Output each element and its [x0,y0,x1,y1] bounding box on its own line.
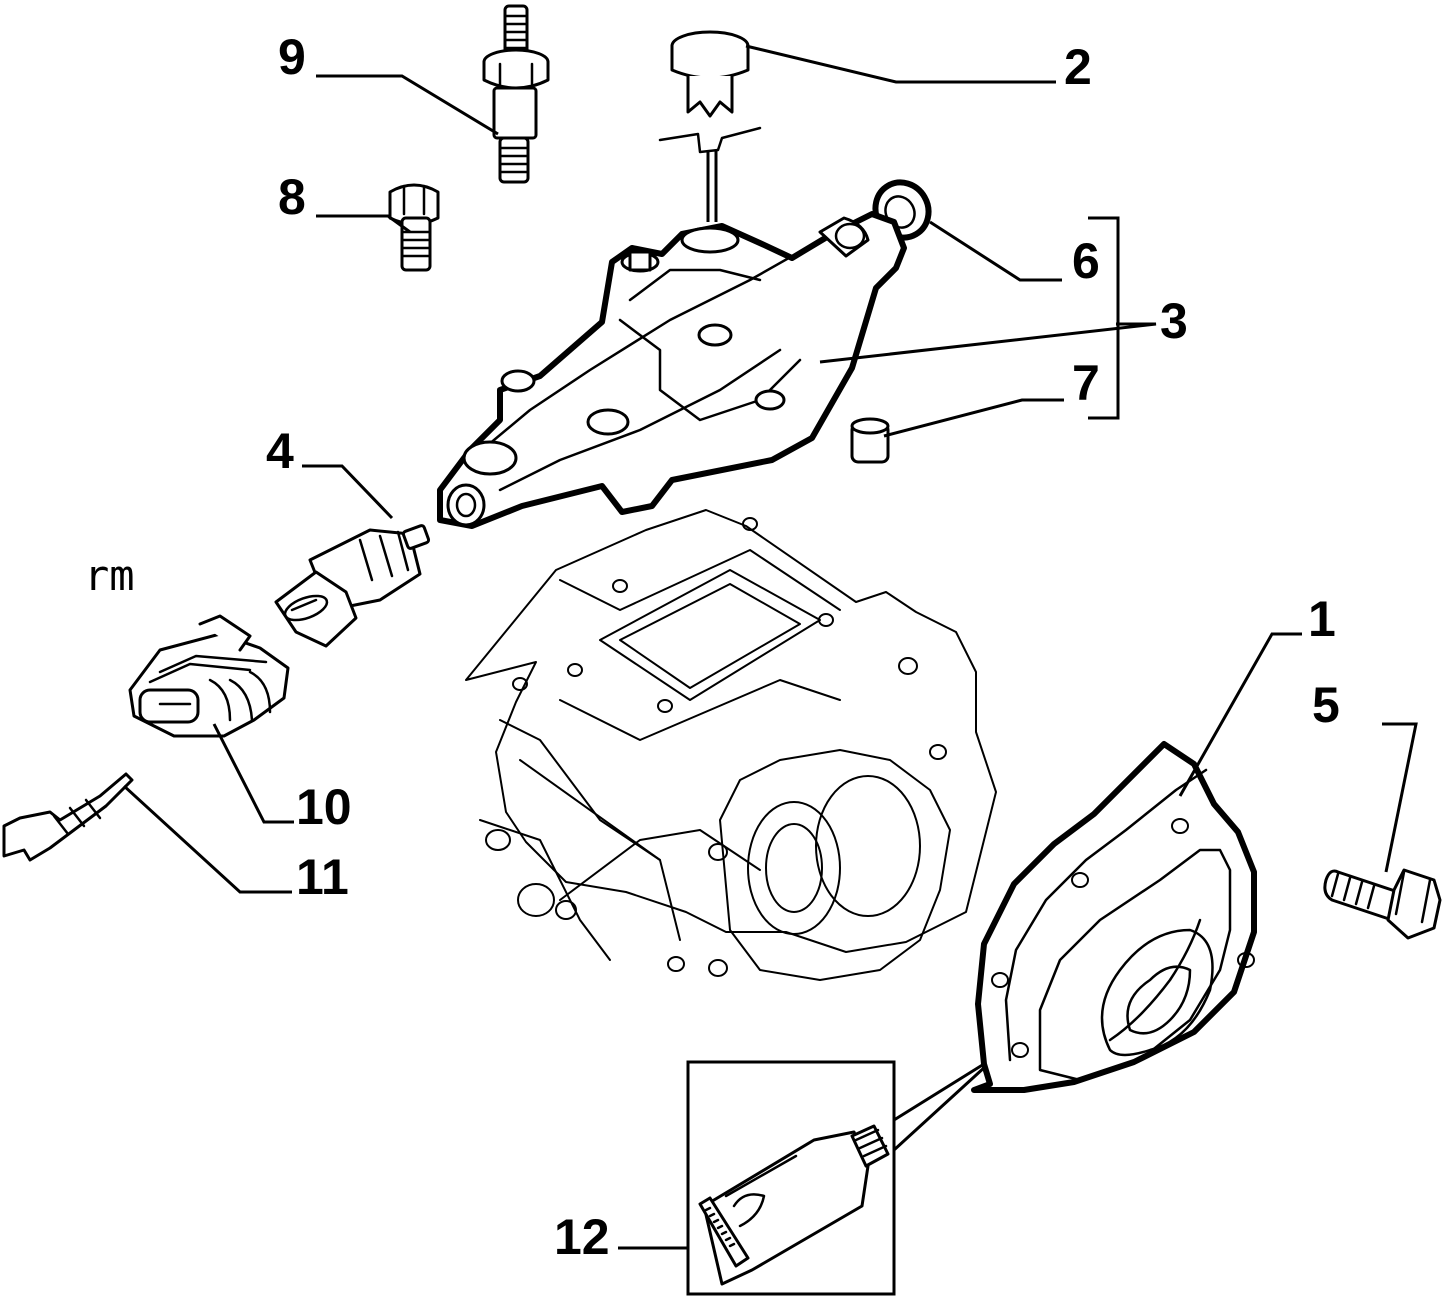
callout-11: 11 [296,849,349,905]
part-10-connector [128,614,290,738]
leader-8 [316,214,411,234]
part-11-terminal [2,772,134,862]
leader-12-cover-b [892,1064,988,1152]
leader-3 [819,322,1157,364]
gearbox-housing [465,509,997,981]
leader-11 [122,784,292,894]
part-7-bushing [850,417,890,464]
part-8-bolt [388,183,440,272]
part-5-bolt [1323,868,1442,940]
leader-lines [122,44,1418,1250]
callout-9: 9 [278,29,306,85]
callout-4: 4 [266,423,294,479]
leader-2 [745,44,1056,84]
leader-4 [302,464,394,520]
rm-label: rm [84,551,135,600]
part-12-sealant-box [686,1060,896,1296]
leader-7 [883,398,1064,438]
leader-5 [1382,722,1418,873]
callout-1: 1 [1308,591,1336,647]
leader-1 [1178,632,1302,797]
callout-6: 6 [1072,233,1100,289]
part-4-sensor [274,524,431,648]
part-2-plug [658,30,762,222]
callout-12: 12 [554,1209,610,1265]
callout-5: 5 [1312,677,1340,733]
part-3-cover-housing [437,211,907,529]
bracket-3 [1088,216,1120,420]
leader-6 [929,220,1062,282]
part-1-end-cover [971,741,1257,1093]
callout-3: 3 [1160,293,1188,349]
callout-2: 2 [1064,39,1092,95]
leader-12-cover-a [893,1062,985,1122]
leader-9 [316,74,499,136]
callout-10: 10 [296,779,352,835]
leader-10 [212,723,294,824]
part-9-stud-bolt [482,4,550,184]
callout-8: 8 [278,169,306,225]
callout-7: 7 [1072,355,1100,411]
